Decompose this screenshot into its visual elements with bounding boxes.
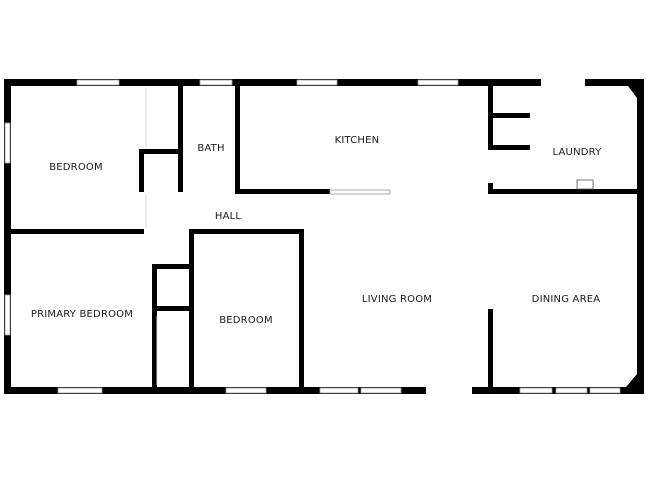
wall-closet-middle: [152, 306, 192, 311]
wall-bath-left: [139, 149, 144, 192]
door-bedroom-hall: [144, 228, 152, 235]
wall-bath-right: [235, 86, 240, 192]
exterior-wall-left: [4, 79, 11, 394]
window-bottom-dining-1: [519, 387, 553, 394]
label-bedroom-1: BEDROOM: [49, 162, 103, 173]
window-bottom-dining-2: [555, 387, 588, 394]
window-top-kitchen-right: [417, 79, 459, 86]
label-living-room: LIVING ROOM: [362, 294, 432, 305]
wall-bedroom2-right: [299, 229, 304, 387]
window-bottom-dining-3: [589, 387, 621, 394]
door-living-room-front: [426, 386, 472, 395]
windows: [4, 79, 621, 394]
window-bottom-bedroom2: [225, 387, 267, 394]
label-bath: BATH: [197, 143, 224, 154]
wall-closet-shelf: [139, 149, 181, 154]
wall-bedroom-hall-top: [11, 229, 151, 234]
label-bedroom-2: BEDROOM: [219, 315, 273, 326]
corner-bevel-top-right: [628, 86, 637, 98]
wall-laundry-shelf-lower: [488, 145, 530, 150]
wall-bath-divider: [178, 86, 183, 192]
label-dining-area: DINING AREA: [532, 294, 601, 305]
kitchen-counter-pass: [329, 189, 391, 195]
window-left-primary: [4, 294, 11, 336]
window-top-bath: [199, 79, 233, 86]
wall-closet-left: [152, 264, 157, 387]
wall-laundry-shelf-upper: [488, 113, 530, 118]
closet-openings: [145, 88, 158, 385]
window-bottom-living-2: [360, 387, 402, 394]
doors: [144, 78, 585, 395]
exterior-wall-right: [637, 79, 644, 394]
dryer-vent: [576, 179, 594, 190]
wall-hall-bottom-right: [193, 229, 304, 234]
corner-bevel-bottom-right: [626, 374, 637, 387]
door-laundry-top: [541, 78, 585, 87]
window-left-bedroom: [4, 122, 11, 164]
wall-bedroom2-left: [189, 229, 194, 387]
label-hall: HALL: [215, 211, 242, 222]
window-bottom-primary: [57, 387, 103, 394]
label-laundry: LAUNDRY: [553, 147, 603, 158]
wall-dining-stub: [488, 309, 493, 387]
room-labels: BEDROOM BATH KITCHEN LAUNDRY HALL PRIMAR…: [31, 135, 602, 326]
window-top-bedroom: [76, 79, 120, 86]
label-kitchen: KITCHEN: [335, 135, 380, 146]
window-top-kitchen-left: [296, 79, 338, 86]
walls: [4, 79, 644, 394]
wall-kitchen-bottom: [235, 189, 330, 194]
window-bottom-living-1: [319, 387, 359, 394]
wall-closet-top: [152, 264, 192, 269]
wall-laundry-stub: [488, 183, 493, 194]
wall-laundry-bottom: [488, 189, 637, 194]
label-primary-bedroom: PRIMARY BEDROOM: [31, 309, 133, 320]
